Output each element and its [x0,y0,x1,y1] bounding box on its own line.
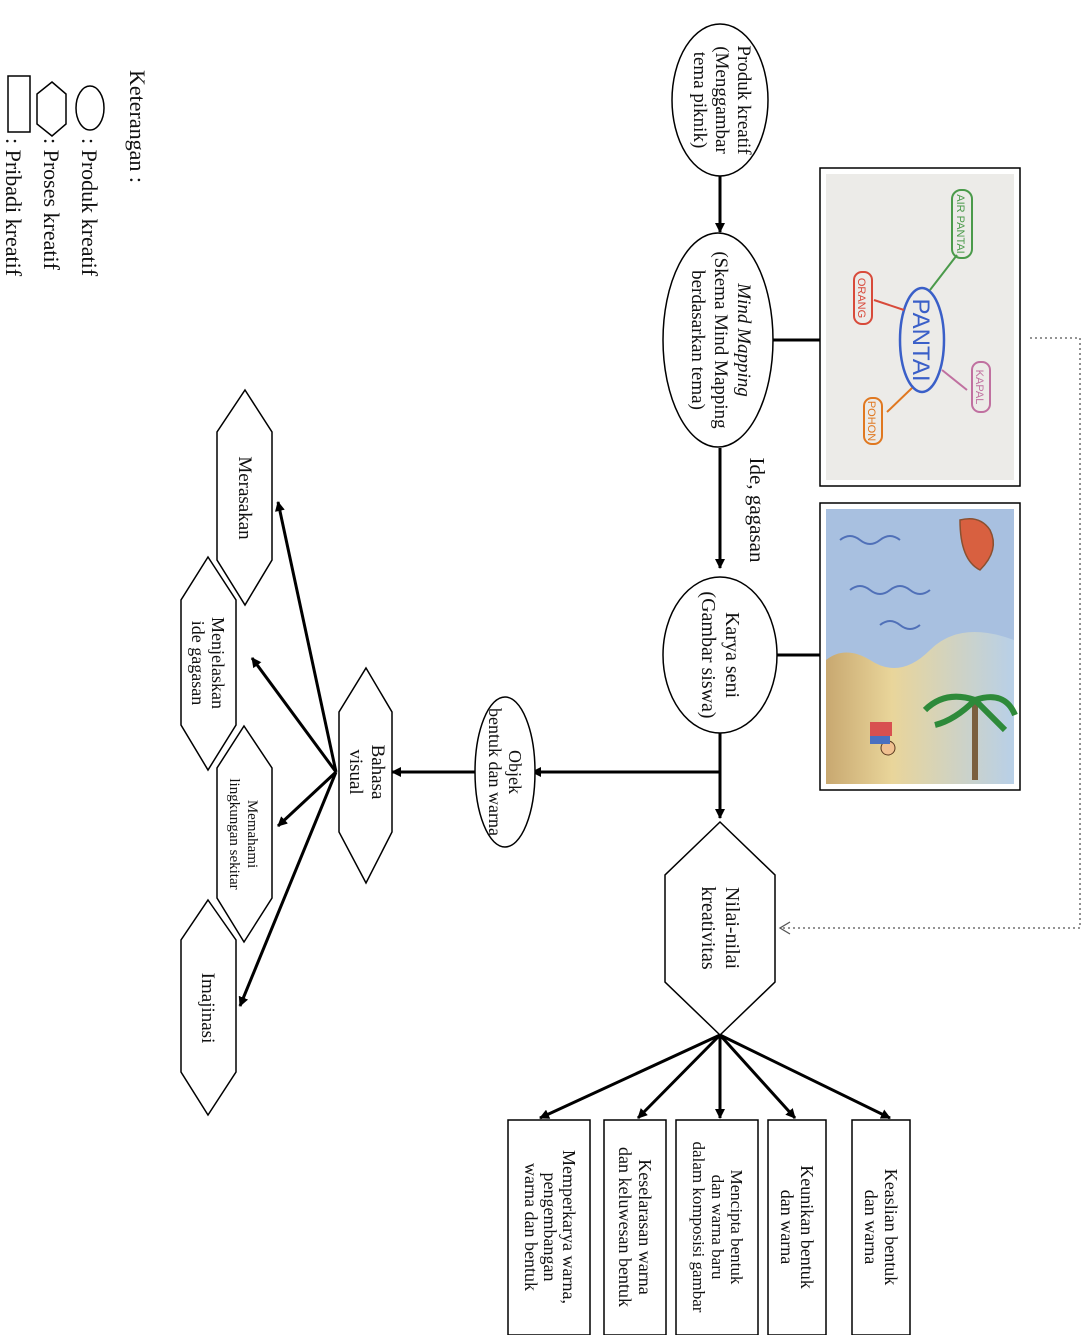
legend-title: Keterangan : [125,70,150,183]
karya-line-1: Karya seni [721,612,743,699]
memahami-line-1: Memahami [244,800,260,868]
nilai-line-2: kreativitas [697,886,719,970]
edge-to-keunikan [718,1033,797,1120]
legend-hexagon-icon [36,81,67,137]
menjelaskan-line-1: Menjelaskan [208,617,228,709]
node-menjelaskan: Menjelaskan ide gagasan [180,555,237,772]
drawing-wave-2 [849,585,931,595]
keunikan-line-2: dan warna [777,1190,797,1264]
keaslian-line-1: Keaslian bentuk [881,1169,901,1285]
memperkarya-line-2: pengembangan [540,1173,560,1282]
legend-item-1: : Produk kreatif [77,138,102,277]
node-bahasa-visual: Bahasa visual [338,666,393,885]
node-imajinasi: Imajinasi [180,898,237,1117]
node-mencipta: Mencipta bentuk dan warna baru dalam kom… [675,1119,759,1335]
keunikan-line-1: Keunikan bentuk [797,1165,817,1288]
merasakan-text: Merasakan [234,456,255,540]
mencipta-line-2: dan warna baru [708,1175,727,1280]
mindmap-branch-orang: ORANG [855,278,867,318]
karya-line-2: (Gambar siswa) [697,591,719,718]
mindmap-center-shape [898,286,946,394]
node-keselarasan: Keselarasan warna dan keluwesan bentuk [603,1119,667,1335]
edge-to-merasakan [275,501,338,773]
photo-student-drawing [819,502,1021,791]
legend-item-2: : Proses kreatif [39,138,64,271]
feedback-arrowhead [778,921,791,935]
legend-rect-icon [7,75,31,133]
node-produk-kreatif: Produk kreatif (Menggambar tema piknik) [671,23,769,177]
mindmap-branch-pohon: POHON [865,401,877,441]
produk-line-3: tema piknik) [689,52,710,149]
node-memahami: Memahami lingkungan sekitar [216,724,273,944]
mencipta-line-1: Mencipta bentuk [727,1170,746,1285]
edge-label-ide: Ide, gagasan [745,458,769,563]
edge-to-keselarasan [636,1033,722,1120]
node-keunikan: Keunikan bentuk dan warna [767,1119,827,1335]
drawing-wave-3 [879,620,921,630]
mindmap-line-3: berdasarkan tema) [687,270,708,410]
mindmap-branch-air: AIR PANTAI [954,194,966,254]
legend: Keterangan : : Produk kreatif : Proses k… [1,70,150,277]
node-merasakan: Merasakan [216,388,273,607]
node-keaslian: Keaslian bentuk dan warna [851,1119,911,1335]
edge-to-memahami [276,770,338,828]
edge-to-memperkarya [539,1033,721,1120]
objek-line-1: Objek [505,750,525,794]
produk-line-2: (Menggambar [711,46,732,154]
keselarasan-line-1: Keselarasan warna [635,1159,655,1294]
legend-ellipse-icon [75,85,105,131]
objek-line-2: bentuk dan warna [485,708,505,836]
mindmap-branch-kapal: KAPAL [973,370,985,405]
node-karya-seni: Karya seni (Gambar siswa) [662,576,778,734]
drawing-boat [959,518,995,571]
mindmap-line-1: Mind Mapping [733,282,754,396]
memperkarya-line-3: warna dan bentuk [521,1163,541,1291]
keaslian-line-2: dan warna [861,1190,881,1264]
mencipta-line-3: dalam komposisi gambar [689,1142,708,1313]
node-objek: Objek bentuk dan warna [474,696,536,848]
nilai-line-1: Nilai-nilai [721,887,743,970]
drawing-palm-tree [922,693,1018,780]
menjelaskan-line-2: ide gagasan [188,621,208,705]
drawing-wave-1 [839,535,901,545]
drawing-person [870,722,896,756]
edge-to-keaslian [719,1033,891,1120]
produk-line-1: Produk kreatif [733,45,754,155]
edge-to-imajinasi [238,771,338,1007]
photo-mind-map: PANTAI AIR PANTAI KAPAL ORANG POHON [819,167,1021,487]
node-memperkarya: Memperkarya warna, pengembangan warna da… [507,1119,591,1335]
bahasa-line-2: visual [345,749,366,794]
mindmap-line-2: (Skema Mind Mapping [710,251,731,429]
legend-item-3: : Pribadi kreatif [1,138,26,277]
keselarasan-line-2: dan keluwesan bentuk [615,1147,635,1307]
memperkarya-line-1: Memperkarya warna, [559,1150,579,1304]
imajinasi-text: Imajinasi [197,973,218,1044]
bahasa-line-1: Bahasa [367,745,388,800]
edge-to-menjelaskan [250,657,338,773]
mindmap-center-text: PANTAI [907,298,934,381]
feedback-dotted-line [780,337,1081,929]
node-nilai-kreativitas: Nilai-nilai kreativitas [664,820,776,1037]
memahami-line-2: lingkungan sekitar [226,778,242,889]
node-mind-mapping: Mind Mapping (Skema Mind Mapping berdasa… [662,232,774,448]
